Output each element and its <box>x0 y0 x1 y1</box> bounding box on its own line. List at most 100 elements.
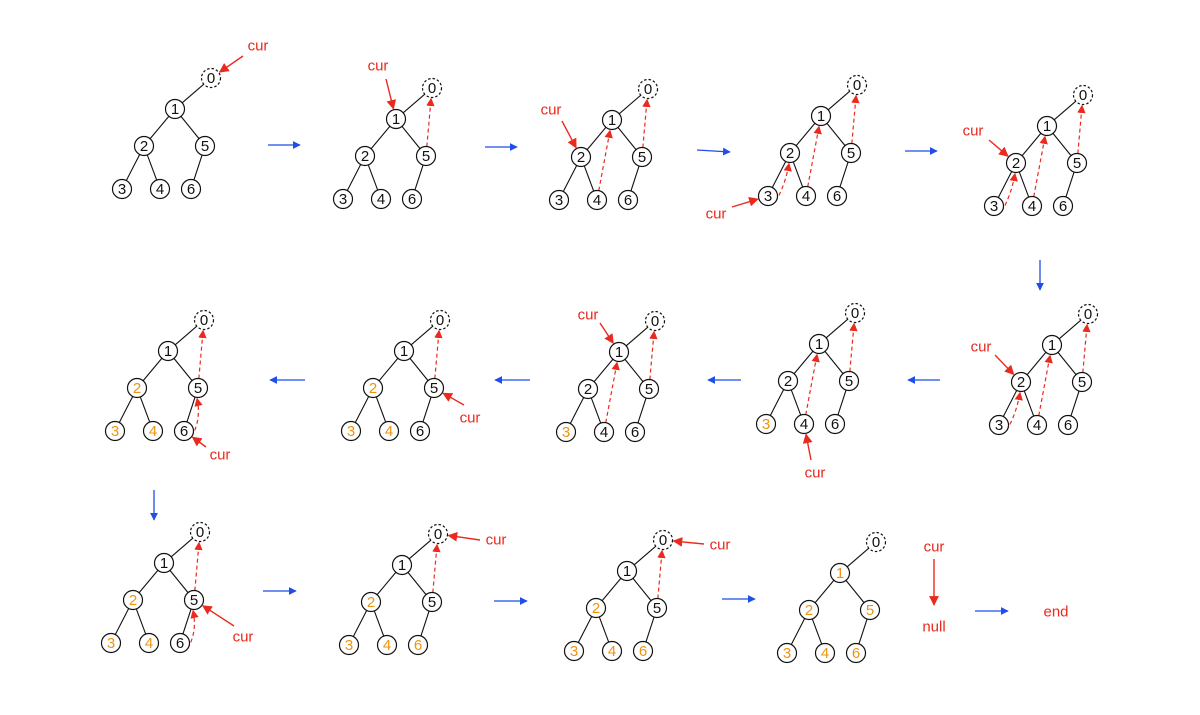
tree-node-n3: 3 <box>988 414 1010 436</box>
node-circle <box>111 178 133 200</box>
tree-node-n2: 2 <box>354 145 376 167</box>
node-label: 6 <box>180 423 188 440</box>
node-circle <box>632 640 654 662</box>
visited-node-label: 3 <box>562 424 570 441</box>
node-label: 6 <box>176 635 184 652</box>
node-circle <box>1052 195 1074 217</box>
node-circle <box>1072 84 1094 106</box>
end-label: end <box>1043 604 1068 621</box>
thread-arrow-n5-to-n0 <box>432 543 441 593</box>
visited-node-label: 2 <box>369 380 377 397</box>
node-circle <box>407 634 429 656</box>
node-circle <box>100 632 122 654</box>
node-circle <box>164 98 186 120</box>
tree-node-n4: 4 <box>370 188 392 210</box>
tree-edge-n1-n5 <box>169 570 189 593</box>
node-circle <box>421 591 443 613</box>
tree-edge-n1-n5 <box>826 123 846 146</box>
cur-pointer-label: cur <box>963 123 984 140</box>
node-circle <box>362 377 384 399</box>
node-label: 5 <box>201 138 209 155</box>
tree-edge-n1-n2 <box>376 571 397 596</box>
node-circle <box>133 135 155 157</box>
cur-pointer-arrow <box>191 436 207 448</box>
tree-node-n5: 5 <box>421 591 443 613</box>
tree-edge-n2-n4 <box>367 164 379 191</box>
node-label: 6 <box>408 191 416 208</box>
node-label: 6 <box>833 188 841 205</box>
tree-node-n4: 4 <box>601 640 623 662</box>
tree-edge-n0-n1 <box>827 90 851 111</box>
tree-edge-n0-n1 <box>1053 100 1077 121</box>
tree-node-n0: 0 <box>865 531 887 553</box>
tree-edge-n2-n4 <box>373 610 385 637</box>
tree-node-n5: 5 <box>859 599 881 621</box>
node-label: 0 <box>1079 87 1087 104</box>
node-label: 5 <box>194 380 202 397</box>
tree-edge-n5-n6 <box>420 610 430 637</box>
node-label: 5 <box>430 380 438 397</box>
node-circle <box>1071 371 1093 393</box>
node-label: 6 <box>624 192 632 209</box>
node-label: 0 <box>853 77 861 94</box>
node-label: 0 <box>434 526 442 543</box>
node-circle <box>810 105 832 127</box>
thread-arrow-n5-to-n0 <box>851 94 860 144</box>
tree-node-n2: 2 <box>360 591 382 613</box>
tree-node-n4: 4 <box>378 420 400 442</box>
node-circle <box>646 597 668 619</box>
cur-pointer-label: cur <box>368 58 389 75</box>
tree-edge-n2-n4 <box>792 161 804 188</box>
node-circle <box>142 420 164 442</box>
visited-node-label: 5 <box>866 602 874 619</box>
thread-arrow-n5-to-n0 <box>642 98 651 148</box>
node-circle <box>838 370 860 392</box>
final-state: cur null end <box>922 539 1068 636</box>
cur-pointer-arrow <box>447 531 481 542</box>
node-label: 6 <box>1064 417 1072 434</box>
tree-node-n0: 0 <box>421 77 443 99</box>
tree-edge-n1-n2 <box>793 350 814 375</box>
tree-node-n3: 3 <box>111 178 133 200</box>
tree-edge-n2-n4 <box>598 616 610 643</box>
node-label: 0 <box>200 312 208 329</box>
tree-node-n1: 1 <box>808 333 830 355</box>
tree-edge-n2-n3 <box>577 616 593 643</box>
node-circle <box>859 599 881 621</box>
node-circle <box>846 74 868 96</box>
node-label: 1 <box>817 108 825 125</box>
tree-node-n1: 1 <box>164 98 186 120</box>
node-circle <box>624 421 646 443</box>
node-label: 0 <box>196 524 204 541</box>
tree-node-n5: 5 <box>840 142 862 164</box>
node-label: 1 <box>171 101 179 118</box>
node-label: 1 <box>608 112 616 129</box>
tree-node-n3: 3 <box>332 188 354 210</box>
tree-node-n6: 6 <box>173 420 195 442</box>
node-label: 1 <box>160 555 168 572</box>
tree-edge-n5-n6 <box>1070 390 1080 417</box>
node-label: 5 <box>638 149 646 166</box>
node-circle <box>798 599 820 621</box>
tree-node-n2: 2 <box>133 135 155 157</box>
node-circle <box>845 642 867 664</box>
cur-pointer-arrow <box>599 322 614 345</box>
node-circle <box>338 634 360 656</box>
visited-node-label: 1 <box>836 565 844 582</box>
tree-edge-n1-n5 <box>173 358 193 381</box>
tree-node-n5: 5 <box>638 378 660 400</box>
node-circle <box>1010 371 1032 393</box>
tree-node-n4: 4 <box>1021 195 1043 217</box>
node-label: 4 <box>800 416 808 433</box>
tree-node-n2: 2 <box>585 597 607 619</box>
node-label: 0 <box>651 313 659 330</box>
thread-arrow-n4-to-n1 <box>1033 135 1048 197</box>
tree-edge-n5-n6 <box>186 396 196 423</box>
node-circle <box>601 640 623 662</box>
tree-node-n0: 0 <box>193 309 215 331</box>
